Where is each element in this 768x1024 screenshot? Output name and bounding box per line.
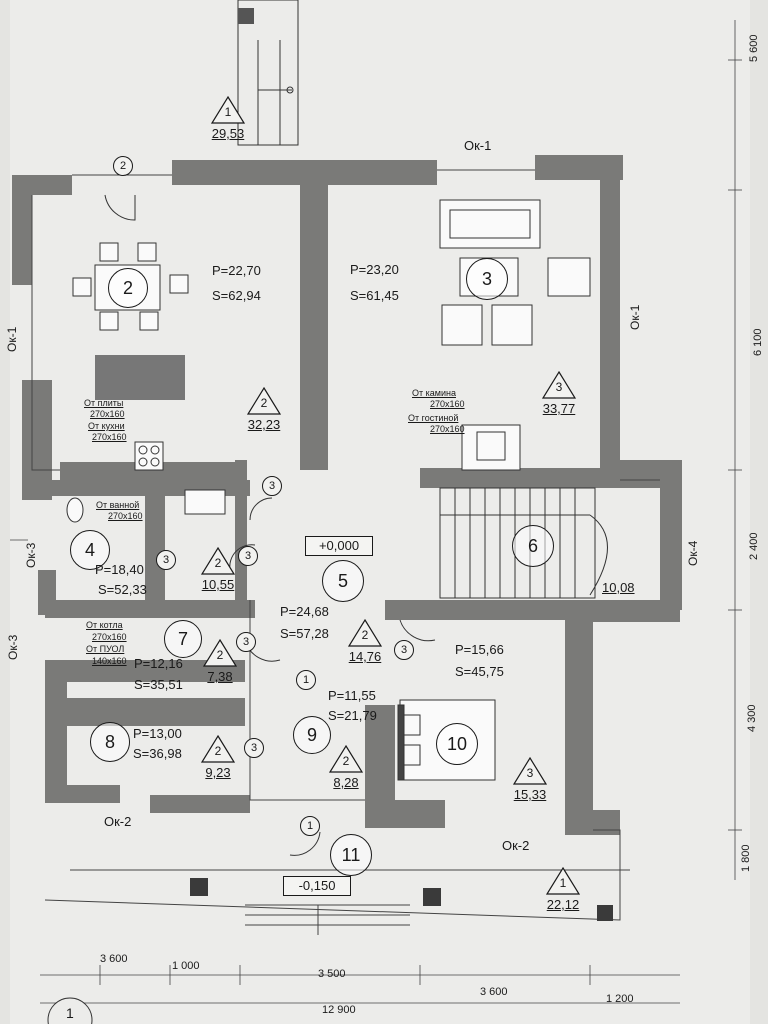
room-number-4: 4 xyxy=(70,530,110,570)
vent-stove-size: 270x160 xyxy=(90,409,125,419)
axis-marker-circle xyxy=(47,997,93,1024)
columns xyxy=(190,878,613,921)
level-floor-mark: +0,000 xyxy=(305,536,373,556)
level-entrance-mark: -0,150 xyxy=(283,876,351,896)
vent-boiler-label: От котла xyxy=(86,620,123,630)
door-tag: 3 xyxy=(156,550,176,570)
dimension-lines xyxy=(10,20,742,1004)
bath-fixtures xyxy=(66,489,226,523)
door-tag: 1 xyxy=(296,670,316,690)
window-label-ok1-left: Ок-1 xyxy=(5,326,19,352)
room-number-7: 7 xyxy=(164,620,202,658)
room-6-floor-area: 10,08 xyxy=(602,580,635,595)
floor-tag-room-8: 2 9,23 xyxy=(200,734,236,782)
room-3-area: S=61,45 xyxy=(350,288,399,303)
room-number-5: 5 xyxy=(322,560,364,602)
dim-right-3: 2 400 xyxy=(748,532,760,560)
room-5-perimeter: P=24,68 xyxy=(280,604,329,619)
room-number-2: 2 xyxy=(108,268,148,308)
room-number-10: 10 xyxy=(436,723,478,765)
porch-top xyxy=(237,0,299,146)
room-10-perimeter: P=15,66 xyxy=(455,642,504,657)
door-tag: 3 xyxy=(236,632,256,652)
window-label-ok1-top: Ок-1 xyxy=(464,138,492,153)
walls xyxy=(12,155,682,835)
vent-bath-size: 270x160 xyxy=(108,511,143,521)
room-number-9: 9 xyxy=(293,716,331,754)
door-tag: 1 xyxy=(300,816,320,836)
vent-bath-label: От ванной xyxy=(96,500,140,510)
dim-bottom-2: 1 000 xyxy=(172,960,200,972)
dim-right-2: 6 100 xyxy=(752,328,764,356)
floor-tag-room-7: 2 7,38 xyxy=(202,638,238,686)
floor-tag-room-3: 3 33,77 xyxy=(541,370,577,418)
room-number-3: 3 xyxy=(466,258,508,300)
room-number-6: 6 xyxy=(512,525,554,567)
room-2-area: S=62,94 xyxy=(212,288,261,303)
room-8-perimeter: P=13,00 xyxy=(133,726,182,741)
room-10-area: S=45,75 xyxy=(455,664,504,679)
dim-bottom-total: 12 900 xyxy=(322,1004,356,1016)
window-label-ok4: Ок-4 xyxy=(686,540,700,566)
door-tag: 2 xyxy=(113,156,133,176)
floor-tag-room-4: 2 10,55 xyxy=(200,546,236,594)
window-label-ok3-lower: Ок-3 xyxy=(6,634,20,660)
room-4-area: S=52,33 xyxy=(98,582,147,597)
vent-stove-label: От плиты xyxy=(84,398,124,408)
room-number-8: 8 xyxy=(90,722,130,762)
dim-bottom-1: 3 600 xyxy=(100,953,128,965)
door-tag: 3 xyxy=(262,476,282,496)
floor-tag-room-5: 2 14,76 xyxy=(347,618,383,666)
dim-bottom-5: 1 200 xyxy=(606,993,634,1005)
room-9-perimeter: P=11,55 xyxy=(328,688,376,703)
door-swings xyxy=(104,194,436,856)
vent-kitchen-label: От кухни xyxy=(88,421,125,431)
window-label-ok2-left: Ок-2 xyxy=(104,814,132,829)
vent-boiler-size: 270x160 xyxy=(92,632,127,642)
floor-tag-room-10: 3 15,33 xyxy=(512,756,548,804)
door-tag: 3 xyxy=(244,738,264,758)
door-tag: 3 xyxy=(394,640,414,660)
dim-right-4: 4 300 xyxy=(746,704,758,732)
room-8-area: S=36,98 xyxy=(133,746,182,761)
vent-living-size: 270x160 xyxy=(430,424,465,434)
floor-tag-room-2: 2 32,23 xyxy=(246,386,282,434)
floor-tag-room-11: 1 22,12 xyxy=(545,866,581,914)
room-number-11: 11 xyxy=(330,834,372,876)
room-5-area: S=57,28 xyxy=(280,626,329,641)
porch-post xyxy=(238,8,254,24)
floor-tag-room-9: 2 8,28 xyxy=(328,744,364,792)
vent-fireplace-label: От камина xyxy=(412,388,456,398)
window-label-ok3-upper: Ок-3 xyxy=(24,542,38,568)
vent-living-label: От гостиной xyxy=(408,413,459,423)
vent-kitchen-size: 270x160 xyxy=(92,432,127,442)
room-4-perimeter: P=18,40 xyxy=(95,562,144,577)
fireplace xyxy=(461,424,521,471)
room-7-area: S=35,51 xyxy=(134,677,183,692)
dim-right-1: 5 600 xyxy=(748,34,760,62)
axis-marker-label: 1 xyxy=(66,1005,74,1021)
room-9-area: S=21,79 xyxy=(328,708,377,723)
vent-fireplace-size: 270x160 xyxy=(430,399,465,409)
room-2-perimeter: P=22,70 xyxy=(212,263,261,278)
dim-bottom-3: 3 500 xyxy=(318,968,346,980)
room-7-perimeter: P=12,16 xyxy=(134,656,183,671)
kitchen-island xyxy=(95,355,185,400)
floor-tag-room-1: 1 29,53 xyxy=(210,95,246,143)
entrance-steps xyxy=(70,869,630,935)
window-label-ok1-right: Ок-1 xyxy=(628,304,642,330)
dim-right-5: 1 800 xyxy=(740,844,752,872)
window-label-ok2-right: Ок-2 xyxy=(502,838,530,853)
vent-floor-label: От ПУОЛ xyxy=(86,644,125,654)
dim-bottom-4: 3 600 xyxy=(480,986,508,998)
door-tag: 3 xyxy=(238,546,258,566)
stove xyxy=(134,441,164,471)
room-3-perimeter: P=23,20 xyxy=(350,262,399,277)
vent-floor-size: 140x160 xyxy=(92,656,127,666)
